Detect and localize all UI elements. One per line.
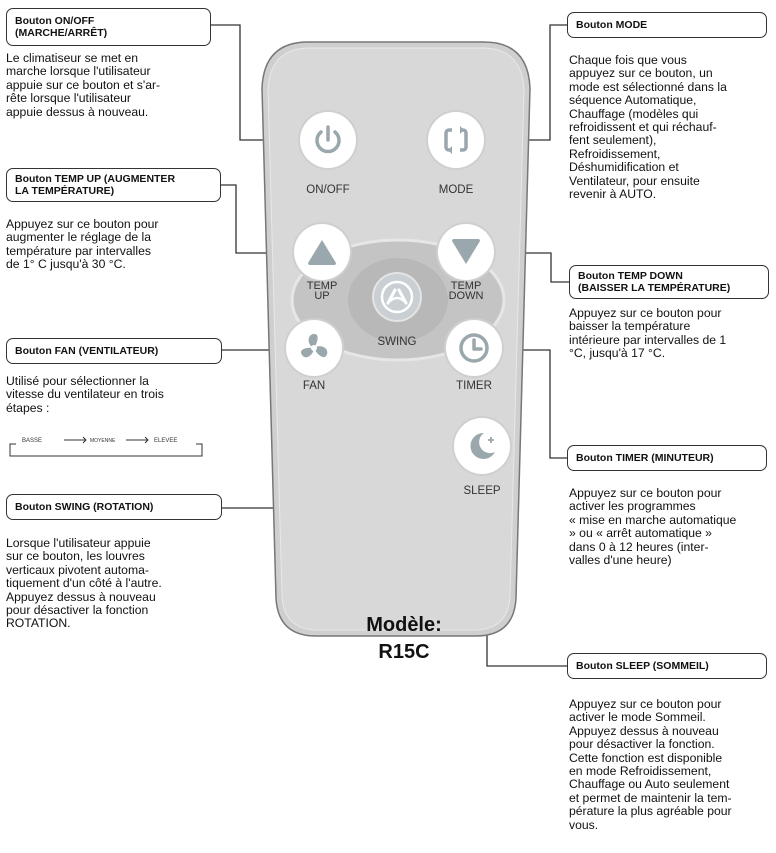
onoff-button[interactable] [300, 112, 356, 168]
callout-text-timer: Appuyez sur ce bouton pour activer les p… [569, 486, 737, 568]
callout-text-sleep: Appuyez sur ce bouton pour activer le mo… [569, 697, 732, 832]
callout-text-mode: Chaque fois que vous appuyez sur ce bout… [569, 53, 727, 202]
callout-title-temp-down: Bouton TEMP DOWN (BAISSER LA TEMPÉRATURE… [569, 265, 769, 299]
clock-icon [459, 333, 489, 363]
fan-icon [301, 333, 328, 358]
model-label: Modèle: [366, 614, 442, 636]
callout-text-onoff: Le climatiseur se met en marche lorsque … [6, 51, 161, 119]
sleep-label: SLEEP [463, 485, 501, 497]
callout-text-temp-up: Appuyez sur ce bouton pour augmenter le … [6, 217, 159, 272]
callout-text-swing: Lorsque l'utilisateur appuie sur ce bout… [6, 536, 162, 631]
fan-speed-sequence: BASSE MOYENNE ELEVEE [9, 436, 203, 457]
callout-title-temp-up: Bouton TEMP UP (AUGMENTER LA TEMPÉRATURE… [6, 168, 221, 202]
callout-title-sleep: Bouton SLEEP (SOMMEIL) [567, 653, 767, 679]
callout-title-onoff: Bouton ON/OFF (MARCHE/ARRÊT) [6, 8, 211, 46]
timer-label: TIMER [456, 380, 492, 392]
mode-label: MODE [438, 184, 474, 196]
fan-button[interactable] [286, 320, 342, 376]
swing-icon [380, 280, 414, 314]
callout-text-temp-down: Appuyez sur ce bouton pour baisser la te… [569, 306, 727, 361]
fan-step-low: BASSE [22, 438, 42, 444]
callout-title-fan: Bouton FAN (VENTILATEUR) [6, 338, 222, 364]
mode-cycle-icon [444, 126, 468, 154]
callout-text-fan: Utilisé pour sélectionner la vitesse du … [6, 374, 164, 415]
temp-up-button[interactable] [294, 224, 350, 280]
fan-step-medium: MOYENNE [90, 438, 116, 444]
mode-button[interactable] [428, 112, 484, 168]
swing-button[interactable] [374, 274, 420, 320]
callout-title-mode: Bouton MODE [567, 12, 767, 38]
sleep-button[interactable] [454, 418, 510, 474]
swing-label: SWING [377, 336, 417, 348]
temp-down-button[interactable] [438, 224, 494, 280]
model-title: Modèle: R15C [350, 612, 458, 666]
moon-icon [470, 432, 495, 459]
triangle-up-icon [308, 240, 336, 265]
power-icon [315, 125, 341, 154]
fan-label: FAN [302, 380, 326, 392]
triangle-down-icon [452, 239, 480, 264]
fan-step-high: ELEVEE [154, 438, 177, 444]
timer-button[interactable] [446, 320, 502, 376]
temp-down-label: TEMP DOWN [448, 280, 484, 302]
model-name: R15C [378, 641, 430, 663]
temp-up-label: TEMP UP [306, 280, 338, 302]
onoff-label: ON/OFF [306, 184, 350, 196]
callout-title-swing: Bouton SWING (ROTATION) [6, 494, 222, 520]
remote-control: ON/OFF MODE TEMP UP TEMP DOWN SWING [248, 38, 544, 640]
callout-title-timer: Bouton TIMER (MINUTEUR) [567, 445, 767, 471]
